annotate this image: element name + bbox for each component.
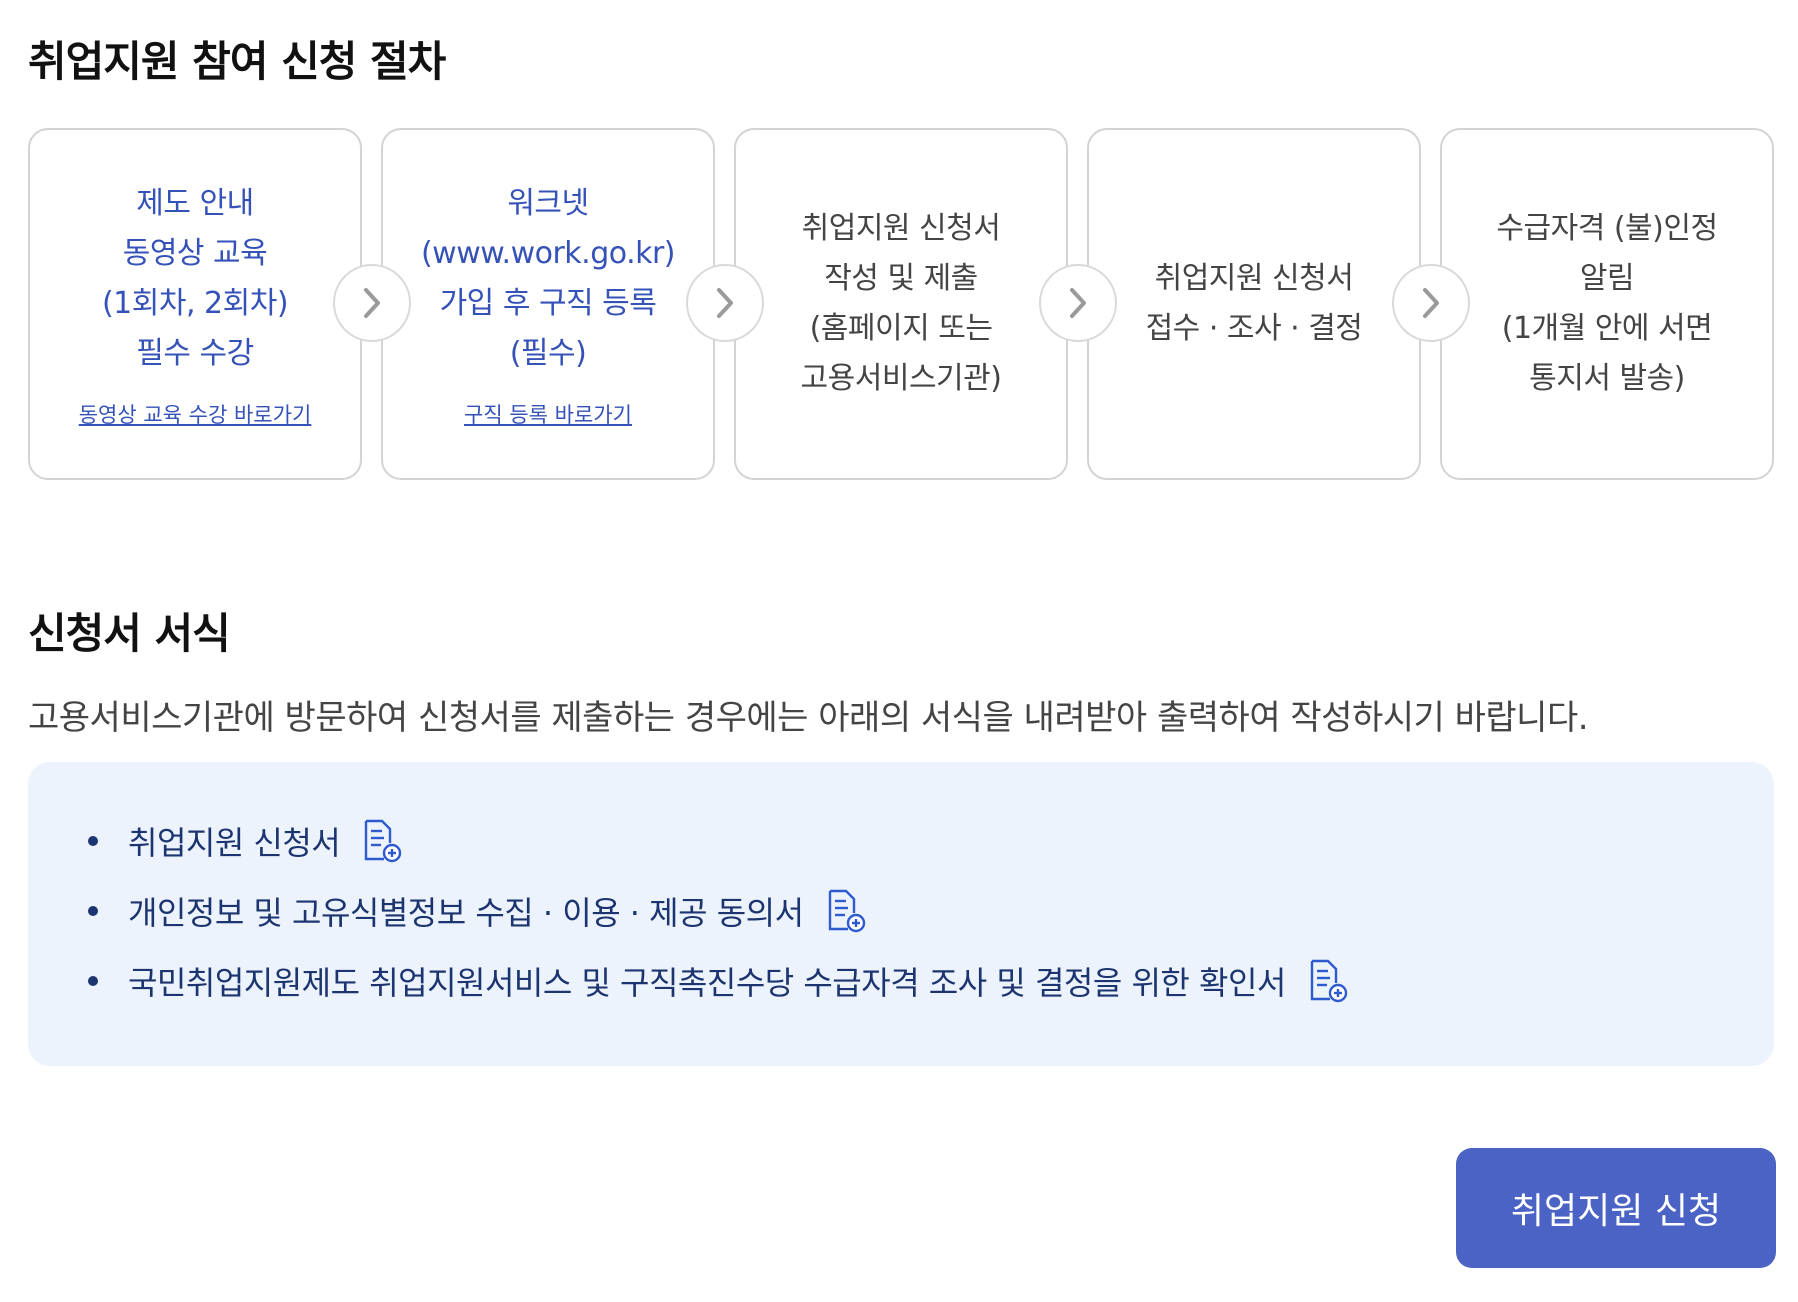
step-2-line: 워크넷 bbox=[507, 186, 589, 221]
document-download-icon[interactable] bbox=[362, 819, 402, 863]
bullet bbox=[88, 976, 98, 986]
step-4-line: 접수 · 조사 · 결정 bbox=[1145, 311, 1363, 346]
form-item-confirmation[interactable]: 국민취업지원제도 취업지원서비스 및 구직촉진수당 수급자격 조사 및 결정을 … bbox=[88, 946, 1774, 1016]
step-3-card: 취업지원 신청서 작성 및 제출 (홈페이지 또는 고용서비스기관) bbox=[734, 128, 1068, 480]
step-5-line: 통지서 발송) bbox=[1529, 361, 1685, 396]
step-1-line: (1회차, 2회차) bbox=[101, 286, 289, 321]
chevron-right-icon bbox=[1392, 264, 1470, 342]
step-1-line: 제도 안내 bbox=[136, 186, 254, 221]
step-5-line: 수급자격 (불)인정 bbox=[1496, 211, 1718, 246]
procedure-title: 취업지원 참여 신청 절차 bbox=[28, 37, 446, 86]
form-label[interactable]: 국민취업지원제도 취업지원서비스 및 구직촉진수당 수급자격 조사 및 결정을 … bbox=[128, 964, 1286, 1002]
step-2-line: (www.work.go.kr) bbox=[420, 236, 676, 271]
chevron-right-icon bbox=[686, 264, 764, 342]
step-5-card: 수급자격 (불)인정 알림 (1개월 안에 서면 통지서 발송) bbox=[1440, 128, 1774, 480]
job-registration-link[interactable]: 구직 등록 바로가기 bbox=[464, 403, 632, 427]
procedure-steps: 제도 안내 동영상 교육 (1회차, 2회차) 필수 수강 동영상 교육 수강 … bbox=[28, 128, 1774, 480]
step-3-line: (홈페이지 또는 bbox=[809, 311, 993, 346]
step-3-line: 작성 및 제출 bbox=[824, 261, 978, 296]
step-5-line: (1개월 안에 서면 bbox=[1501, 311, 1713, 346]
step-3-line: 취업지원 신청서 bbox=[801, 211, 1001, 246]
document-download-icon[interactable] bbox=[1308, 959, 1348, 1003]
step-1-line: 동영상 교육 bbox=[122, 236, 268, 271]
forms-list: 취업지원 신청서 개인정보 및 고유식별정보 수집 · 이용 · 제공 동의서 … bbox=[28, 762, 1774, 1066]
bullet bbox=[88, 906, 98, 916]
chevron-right-icon bbox=[333, 264, 411, 342]
form-item-application[interactable]: 취업지원 신청서 bbox=[88, 806, 1774, 876]
chevron-right-icon bbox=[1039, 264, 1117, 342]
video-education-link[interactable]: 동영상 교육 수강 바로가기 bbox=[78, 403, 312, 427]
step-2-line: (필수) bbox=[509, 336, 587, 371]
forms-description: 고용서비스기관에 방문하여 신청서를 제출하는 경우에는 아래의 서식을 내려받… bbox=[28, 698, 1589, 738]
document-download-icon[interactable] bbox=[826, 889, 866, 933]
form-label[interactable]: 개인정보 및 고유식별정보 수집 · 이용 · 제공 동의서 bbox=[128, 894, 804, 932]
bullet bbox=[88, 836, 98, 846]
step-2-line: 가입 후 구직 등록 bbox=[439, 286, 657, 321]
step-5-line: 알림 bbox=[1579, 261, 1635, 296]
step-2-card: 워크넷 (www.work.go.kr) 가입 후 구직 등록 (필수) 구직 … bbox=[381, 128, 715, 480]
step-4-line: 취업지원 신청서 bbox=[1154, 261, 1354, 296]
apply-button[interactable]: 취업지원 신청 bbox=[1456, 1148, 1776, 1268]
forms-title: 신청서 서식 bbox=[28, 609, 231, 658]
form-item-consent[interactable]: 개인정보 및 고유식별정보 수집 · 이용 · 제공 동의서 bbox=[88, 876, 1774, 946]
form-label[interactable]: 취업지원 신청서 bbox=[128, 824, 341, 862]
step-3-line: 고용서비스기관) bbox=[800, 361, 1002, 396]
step-1-line: 필수 수강 bbox=[136, 336, 254, 371]
step-1-card: 제도 안내 동영상 교육 (1회차, 2회차) 필수 수강 동영상 교육 수강 … bbox=[28, 128, 362, 480]
step-4-card: 취업지원 신청서 접수 · 조사 · 결정 bbox=[1087, 128, 1421, 480]
